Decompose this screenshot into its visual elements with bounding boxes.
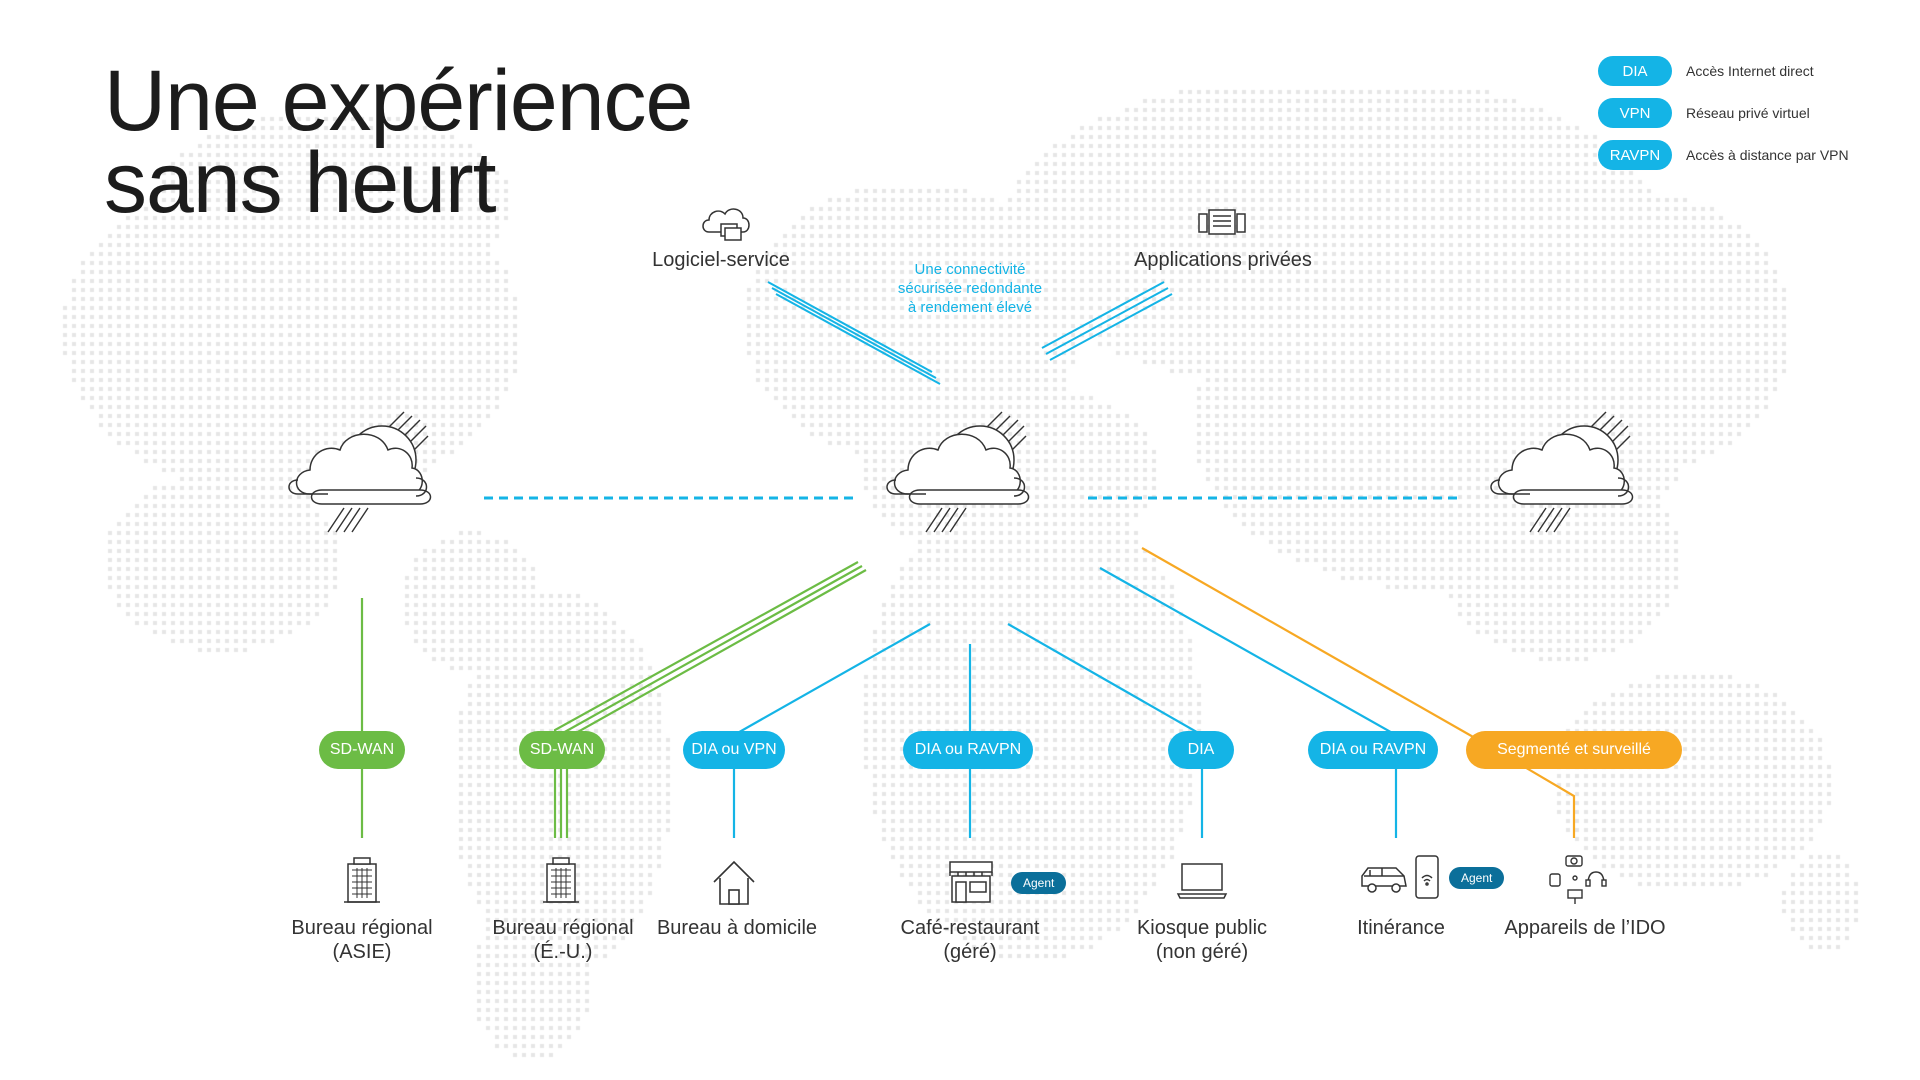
connectivity-note-line: sécurisée redondante bbox=[897, 280, 1043, 297]
title-line-1: Une expérience bbox=[104, 53, 693, 149]
connection-tag-sdwan-us: SD-WAN bbox=[519, 731, 605, 769]
house-icon bbox=[713, 860, 755, 905]
connection-tag-dia-kiosk: DIA bbox=[1168, 731, 1234, 769]
cloud-central-icon bbox=[886, 411, 1030, 533]
connectivity-note-line: Une connectivité bbox=[914, 261, 1026, 278]
cloud-asia-icon bbox=[288, 411, 432, 533]
private-apps-server-icon bbox=[1198, 209, 1246, 235]
site-label-us: Bureau régional (É.-U.) bbox=[492, 916, 633, 964]
site-label-home: Bureau à domicile bbox=[657, 916, 817, 940]
site-label-asia: Bureau régional (ASIE) bbox=[291, 916, 432, 964]
connection-tag-segmented: Segmenté et surveillé bbox=[1466, 731, 1682, 769]
title-line-2: sans heurt bbox=[104, 135, 497, 231]
saas-link bbox=[767, 281, 941, 385]
site-label-line: (ASIE) bbox=[332, 941, 392, 963]
site-label-line: Bureau à domicile bbox=[656, 917, 818, 939]
legend-item-dia: DIA Accès Internet direct bbox=[1598, 56, 1849, 86]
legend-badge: VPN bbox=[1598, 98, 1672, 128]
site-label-line: Itinérance bbox=[1357, 917, 1445, 939]
legend-item-ravpn: RAVPN Accès à distance par VPN bbox=[1598, 140, 1849, 170]
site-label-roaming: Itinérance bbox=[1357, 916, 1445, 940]
page-title: Une expérience sans heurt bbox=[104, 53, 693, 231]
laptop-icon bbox=[1176, 863, 1228, 899]
connection-tag-dia-vpn: DIA ou VPN bbox=[683, 731, 785, 769]
legend-badge: DIA bbox=[1598, 56, 1672, 86]
link-iot bbox=[1141, 547, 1576, 838]
site-label-line: Café-restaurant bbox=[900, 917, 1040, 939]
site-label-line: (non géré) bbox=[1155, 941, 1249, 963]
private-apps-label: Applications privées bbox=[1134, 249, 1312, 271]
site-label-line: Bureau régional bbox=[291, 917, 433, 939]
saas-label: Logiciel-service bbox=[652, 249, 790, 271]
legend-text: Accès Internet direct bbox=[1686, 63, 1814, 79]
connectivity-note: Une connectivité sécurisée redondante à … bbox=[898, 260, 1042, 317]
site-label-cafe: Café-restaurant (géré) bbox=[901, 916, 1040, 964]
legend-badge: RAVPN bbox=[1598, 140, 1672, 170]
cloud-right-icon bbox=[1490, 411, 1634, 533]
link-kiosk bbox=[1007, 623, 1204, 838]
connection-tag-sdwan-asia: SD-WAN bbox=[319, 731, 405, 769]
legend-item-vpn: VPN Réseau privé virtuel bbox=[1598, 98, 1849, 128]
agent-badge-cafe: Agent bbox=[1011, 872, 1067, 894]
private-apps-link bbox=[1041, 281, 1173, 361]
site-label-line: Kiosque public bbox=[1136, 917, 1268, 939]
legend-text: Accès à distance par VPN bbox=[1686, 147, 1849, 163]
building-icon bbox=[344, 857, 380, 903]
connection-tag-dia-ravpn-roaming: DIA ou RAVPN bbox=[1308, 731, 1438, 769]
site-label-line: (É.-U.) bbox=[533, 941, 593, 963]
storefront-icon bbox=[949, 861, 993, 903]
iot-devices-icon bbox=[1549, 855, 1607, 904]
car-phone-icon bbox=[1361, 855, 1439, 899]
site-label-kiosk: Kiosque public (non géré) bbox=[1137, 916, 1267, 964]
connectivity-note-line: à rendement élevé bbox=[907, 299, 1033, 316]
site-label-line: Bureau régional bbox=[492, 917, 634, 939]
legend: DIA Accès Internet direct VPN Réseau pri… bbox=[1598, 56, 1849, 182]
site-label-line: Appareils de l’IDO bbox=[1504, 917, 1666, 939]
site-label-line: (géré) bbox=[943, 941, 997, 963]
saas-cloud-icon bbox=[702, 208, 750, 241]
site-label-iot: Appareils de l’IDO bbox=[1504, 916, 1665, 940]
link-us bbox=[553, 561, 867, 838]
legend-text: Réseau privé virtuel bbox=[1686, 105, 1810, 121]
agent-badge-roaming: Agent bbox=[1449, 867, 1505, 889]
building-icon bbox=[543, 857, 579, 903]
connection-tag-dia-ravpn-cafe: DIA ou RAVPN bbox=[903, 731, 1033, 769]
